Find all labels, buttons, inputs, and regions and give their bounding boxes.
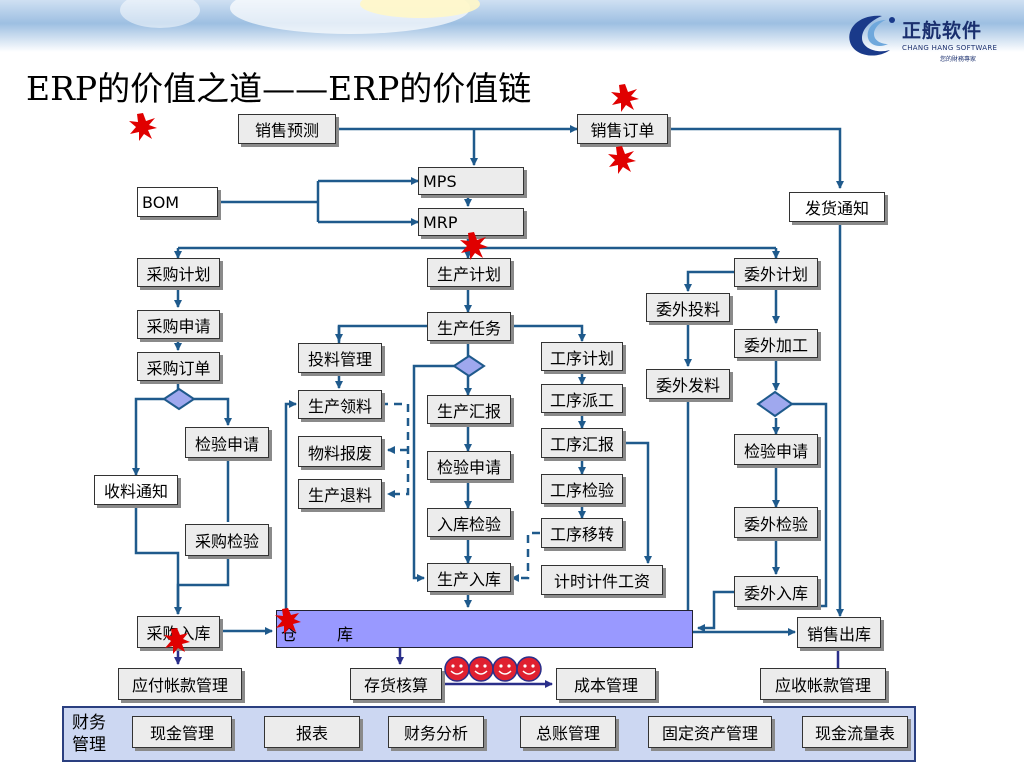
node-production-report: 生产汇报 — [427, 395, 511, 424]
node-production-picking: 生产领料 — [298, 390, 382, 419]
node-ap-mgmt: 应付帐款管理 — [118, 668, 242, 700]
node-inspection-request-prod: 检验申请 — [427, 451, 511, 480]
logo-tagline: 您的財務專家 — [940, 56, 977, 63]
node-material-mgmt: 投料管理 — [298, 343, 382, 373]
node-mrp: MRP — [418, 208, 524, 236]
finance-item-cash: 现金管理 — [132, 716, 232, 748]
node-outsource-plan: 委外计划 — [734, 258, 818, 287]
node-inspection-request-purchase: 检验申请 — [185, 427, 269, 458]
node-material-scrap: 物料报废 — [298, 436, 382, 467]
finance-item-cashflow: 现金流量表 — [802, 716, 908, 748]
node-inventory-accounting: 存货核算 — [350, 668, 442, 700]
warehouse-label-right: 库 — [337, 625, 354, 644]
smiley-faces-icon — [444, 656, 542, 682]
node-production-plan: 生产计划 — [427, 258, 511, 287]
burst-marker-icon — [275, 608, 301, 634]
node-sales-forecast: 销售预测 — [238, 114, 336, 144]
node-mps: MPS — [418, 167, 524, 195]
burst-marker-icon — [129, 113, 157, 141]
node-purchase-request: 采购申请 — [137, 310, 220, 339]
company-logo: 正航软件 CHANG HANG SOFTWARE 您的財務專家 — [840, 10, 1024, 66]
finance-label-line2: 管理 — [72, 735, 106, 755]
node-inbound-inspection: 入库检验 — [427, 508, 511, 537]
node-outsource-feed: 委外投料 — [646, 293, 730, 322]
node-cost-mgmt: 成本管理 — [556, 668, 656, 700]
node-production-return: 生产退料 — [298, 479, 382, 509]
logo-subtitle: CHANG HANG SOFTWARE — [902, 44, 998, 52]
burst-marker-icon — [611, 84, 639, 112]
burst-marker-icon — [608, 146, 636, 174]
finance-item-fixed-assets: 固定资产管理 — [648, 716, 772, 748]
decision-diamond-production — [452, 354, 486, 378]
node-outsource-inbound: 委外入库 — [734, 576, 818, 607]
node-purchase-inspection: 采购检验 — [185, 524, 269, 556]
node-process-inspection: 工序检验 — [541, 474, 623, 504]
node-outsource-process: 委外加工 — [734, 329, 818, 358]
node-production-task: 生产任务 — [427, 312, 511, 341]
node-piece-time-wage: 计时计件工资 — [541, 565, 663, 595]
logo-name: 正航软件 — [902, 20, 983, 42]
node-outsource-issue: 委外发料 — [646, 369, 730, 399]
finance-item-ledger: 总账管理 — [520, 716, 616, 748]
decision-diamond-outsource — [756, 390, 794, 418]
node-production-inbound: 生产入库 — [427, 563, 511, 592]
banner-flare-decoration — [120, 0, 480, 34]
node-purchase-plan: 采购计划 — [137, 258, 220, 287]
node-sales-outbound: 销售出库 — [797, 617, 881, 648]
finance-item-reports: 报表 — [264, 716, 360, 748]
finance-label-line1: 财务 — [72, 713, 106, 733]
node-outsource-inspection: 委外检验 — [734, 507, 818, 538]
page-title: ERP的价值之道——ERP的价值链 — [26, 69, 532, 108]
node-process-dispatch: 工序派工 — [541, 384, 623, 413]
warehouse-bar: 仓 库 — [276, 610, 693, 648]
node-inspection-request-outsource: 检验申请 — [734, 434, 818, 465]
burst-marker-icon — [460, 232, 488, 260]
finance-label: 财务 管理 — [72, 712, 106, 756]
node-receipt-notice: 收料通知 — [94, 475, 178, 505]
top-banner — [0, 0, 1024, 52]
node-process-report: 工序汇报 — [541, 428, 623, 458]
decision-diamond-purchase — [162, 387, 196, 411]
node-process-transfer: 工序移转 — [541, 518, 623, 548]
node-bom: BOM — [137, 187, 218, 217]
burst-marker-icon — [164, 628, 190, 654]
logo-swoosh-icon — [849, 15, 895, 56]
node-sales-order: 销售订单 — [577, 114, 668, 144]
node-ar-mgmt: 应收帐款管理 — [760, 668, 886, 700]
node-process-plan: 工序计划 — [541, 342, 623, 371]
finance-item-analysis: 财务分析 — [388, 716, 484, 748]
node-delivery-notice: 发货通知 — [789, 192, 885, 222]
node-purchase-order: 采购订单 — [137, 352, 220, 381]
